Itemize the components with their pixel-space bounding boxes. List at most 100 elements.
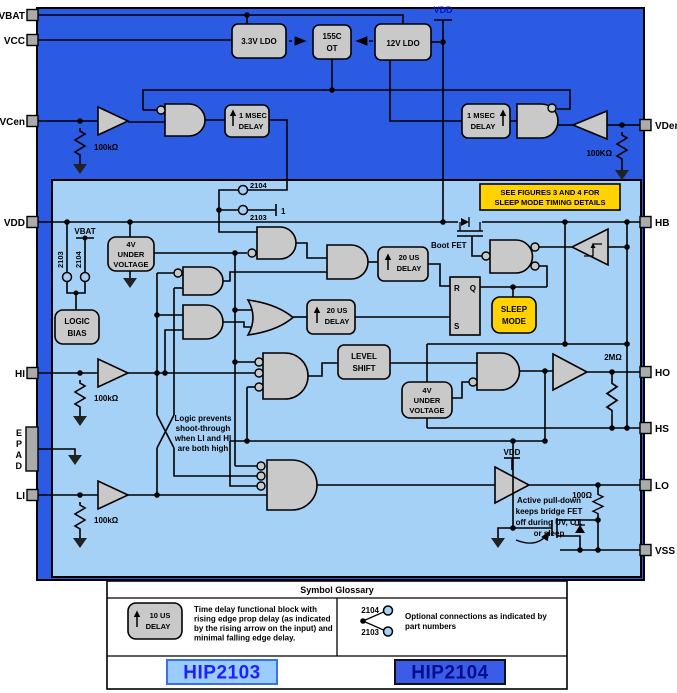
pin-hi-label: HI: [15, 369, 25, 380]
rs-flipflop-block: [449, 276, 481, 336]
glossary-desc-3: by the rising arrow on the input) and: [194, 624, 333, 633]
pin-hs: [639, 421, 652, 435]
shoot-through-note: Logic prevents shoot-through when LI and…: [174, 414, 232, 453]
uv-left-label-2: UNDER: [118, 250, 145, 259]
vden-input-buffer: [570, 109, 608, 141]
delay-20us-upper-label-1: 20 US: [399, 253, 420, 262]
hysteresis-icon: [584, 243, 602, 257]
low-side-path: [229, 438, 640, 511]
pin-vbat-label: VBAT: [0, 11, 25, 22]
pin-epad-label-p: P: [16, 439, 22, 449]
uv-right-label-3: VOLTAGE: [409, 406, 444, 415]
vbat-2104-label: 2104: [74, 250, 83, 268]
hi-resistor-label: 100kΩ: [94, 394, 119, 403]
enable-select-2103-2104: [216, 184, 277, 233]
hi-input-buffer: [97, 357, 130, 389]
vbat-tap-label: VBAT: [74, 227, 95, 236]
boot-fet-drive-gate: [489, 239, 534, 274]
vdd-lo-label: VDD: [504, 448, 521, 457]
pin-vcen-label: VCen: [0, 117, 25, 128]
logic-bias-label-2: BIAS: [67, 329, 87, 338]
pin-epad-label-a: A: [16, 450, 23, 460]
ff-s-label: S: [454, 322, 460, 331]
uv-left: [107, 222, 247, 288]
interlock-logic: 20 US DELAY 20 US DELAY: [154, 226, 450, 498]
ho-output-and-gate: [476, 352, 521, 391]
pulldown-note-4: or sleep: [534, 529, 565, 538]
level-shift-label-1: LEVEL: [351, 352, 377, 361]
pin-lo-label: LO: [655, 481, 669, 492]
ho-gate-and: [262, 352, 309, 400]
lo-or-gate: [246, 298, 295, 337]
pin-vss-label: VSS: [655, 546, 675, 557]
glossary-title: Symbol Glossary: [300, 585, 374, 595]
lo-output-and-gate: [266, 459, 318, 511]
delay-1msec-left-label-2: DELAY: [239, 122, 264, 131]
100ohm-resistor-label: 100Ω: [572, 491, 592, 500]
glossary-delay-label-2: DELAY: [146, 622, 171, 631]
boot-fet-label: Boot FET: [431, 241, 467, 250]
vcen-and-gate: [164, 103, 206, 137]
logic-bias-block: [54, 309, 100, 345]
ff-q-label: Q: [470, 284, 476, 293]
pulldown-note-2: keeps bridge FET: [516, 507, 583, 516]
shoot-note-3: when LI and HI: [174, 434, 231, 443]
ho-driver-buffer: [552, 352, 589, 392]
pin-vcen: [26, 114, 39, 128]
pin-vdd-label: VDD: [4, 218, 25, 229]
pin-epad: [25, 426, 39, 472]
ff-r-label: R: [454, 284, 460, 293]
delay-1msec-right-label-2: DELAY: [471, 122, 496, 131]
symbol-glossary: Symbol Glossary 10 US DELAY Time delay f…: [106, 580, 568, 690]
delay-20us-lower-label-2: DELAY: [325, 317, 350, 326]
pin-vss: [639, 543, 652, 557]
pin-li-label: LI: [16, 491, 25, 502]
pin-ho: [639, 365, 652, 379]
pin-hs-label: HS: [655, 424, 669, 435]
hi-input-path: [38, 357, 255, 426]
glossary-2103-label: 2103: [361, 628, 379, 637]
glossary-desc-1: Time delay functional block with: [194, 605, 317, 614]
uv-left-label-3: VOLTAGE: [113, 260, 148, 269]
rs-flipflop-sleep: SLEEP MODE: [449, 239, 572, 336]
glossary-opt-1: Optional connections as indicated by: [405, 612, 547, 621]
shoot-note-1: Logic prevents: [175, 414, 232, 423]
li-interlock-and-gate: [182, 304, 224, 340]
pin-vbat: [26, 8, 39, 22]
hi-interlock-and-gate: [182, 266, 224, 296]
pulldown-pointer-arrow: [515, 530, 550, 544]
vden-resistor-label: 100KΩ: [586, 149, 612, 158]
li-input-path: [38, 479, 267, 548]
overtemp-label-2: OT: [326, 44, 337, 53]
vcen-input-buffer: [97, 105, 130, 137]
ldo-12v-block: [374, 23, 432, 61]
glossary-optional-symbol: [360, 605, 394, 637]
delay-1msec-left-label-1: 1 MSEC: [239, 111, 268, 120]
uv-left-block: [107, 236, 155, 272]
active-pulldown: [491, 441, 640, 553]
opt-2103-label: 2103: [250, 213, 267, 222]
glossary-delay-label-1: 10 US: [150, 611, 171, 620]
hip2104-button[interactable]: [394, 659, 506, 685]
pin-hb-label: HB: [655, 218, 669, 229]
left-pins: [25, 8, 39, 502]
high-side-path: LEVEL SHIFT: [235, 344, 640, 441]
overtemp-label-1: 155C: [322, 32, 341, 41]
vbat-2103-label: 2103: [56, 251, 65, 268]
hip2104-label[interactable]: HIP2104: [411, 663, 488, 684]
right-pins: [639, 118, 652, 557]
hip2103-label[interactable]: HIP2103: [183, 663, 260, 684]
pin-hb: [639, 215, 652, 229]
glossary-delay-symbol: [127, 602, 183, 640]
glossary-desc-2: rising edge prop delay (as indicated: [194, 615, 331, 624]
pin-vcc: [26, 33, 39, 47]
vcen-resistor-label: 100kΩ: [94, 143, 119, 152]
epad-path: [38, 448, 82, 465]
pin-vden-label: VDen: [655, 121, 677, 132]
logic-bias-select: [61, 222, 94, 310]
hip2103-button[interactable]: [166, 659, 278, 685]
shoot-note-4: are both high: [178, 444, 229, 453]
2m-resistor-label: 2MΩ: [604, 353, 622, 362]
